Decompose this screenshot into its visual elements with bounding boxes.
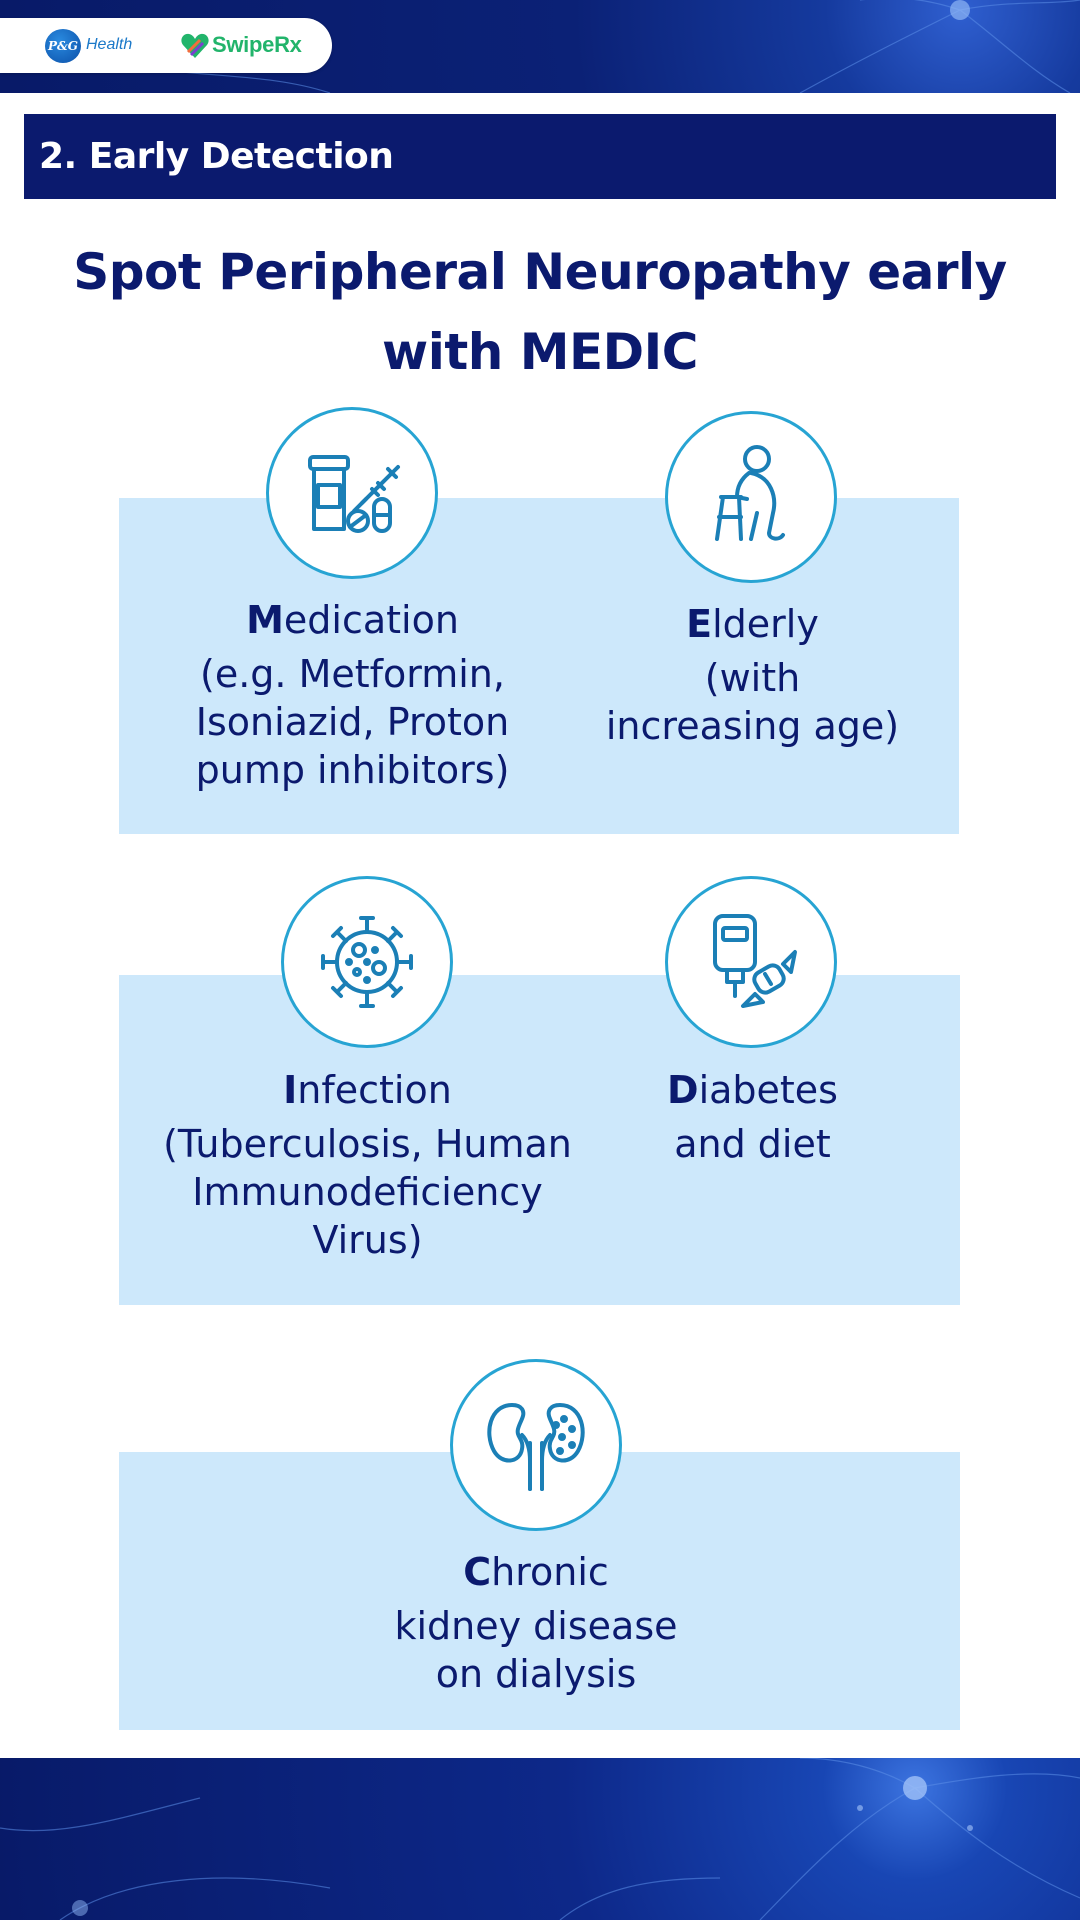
item-heading: Infection — [283, 1068, 452, 1112]
diabetes-icon-circle — [665, 876, 837, 1048]
chronic-icon-circle — [450, 1359, 622, 1531]
neuron-background — [119, 0, 1080, 93]
elderly-icon-circle — [665, 411, 837, 583]
medic-item-infection: Infection (Tuberculosis, Human Immunodef… — [150, 1066, 585, 1264]
virus-icon — [321, 916, 413, 1008]
section-title: 2. Early Detection — [39, 136, 394, 177]
pg-health-text: Health — [86, 36, 133, 53]
top-banner: P&G Health SwipeRx — [0, 0, 1080, 93]
kidneys-icon — [487, 1403, 585, 1491]
title-line-2: with MEDIC — [382, 323, 698, 381]
partner-logos: P&G Health SwipeRx — [0, 18, 332, 73]
elderly-walker-icon — [715, 445, 785, 541]
panel-medication-elderly — [119, 498, 959, 834]
glucometer-candy-icon — [713, 914, 797, 1008]
item-heading: Diabetes — [667, 1068, 838, 1112]
infection-icon-circle — [281, 876, 453, 1048]
pg-logo: P&G — [45, 29, 81, 63]
section-header: 2. Early Detection — [24, 114, 1056, 199]
swiperx-logo-icon — [181, 33, 209, 58]
medication-icon-circle — [266, 407, 438, 579]
page-title: Spot Peripheral Neuropathy early with ME… — [60, 232, 1020, 392]
medic-item-chronic: Chronic kidney disease on dialysis — [330, 1548, 742, 1698]
medication-icon — [308, 455, 400, 533]
item-heading: Chronic — [463, 1550, 609, 1594]
panel-infection-diabetes — [119, 975, 960, 1305]
item-heading: Elderly — [686, 602, 819, 646]
medic-item-diabetes: Diabetes and diet — [600, 1066, 905, 1168]
medic-item-medication: Medication (e.g. Metformin, Isoniazid, P… — [150, 596, 555, 794]
bottom-banner — [0, 1758, 1080, 1920]
neuron-background — [0, 1758, 1080, 1920]
medic-item-elderly: Elderly (with increasing age) — [560, 600, 945, 750]
item-heading: Medication — [246, 598, 459, 642]
swiperx-logo-text: SwipeRx — [212, 32, 302, 57]
title-line-1: Spot Peripheral Neuropathy early — [73, 243, 1007, 301]
